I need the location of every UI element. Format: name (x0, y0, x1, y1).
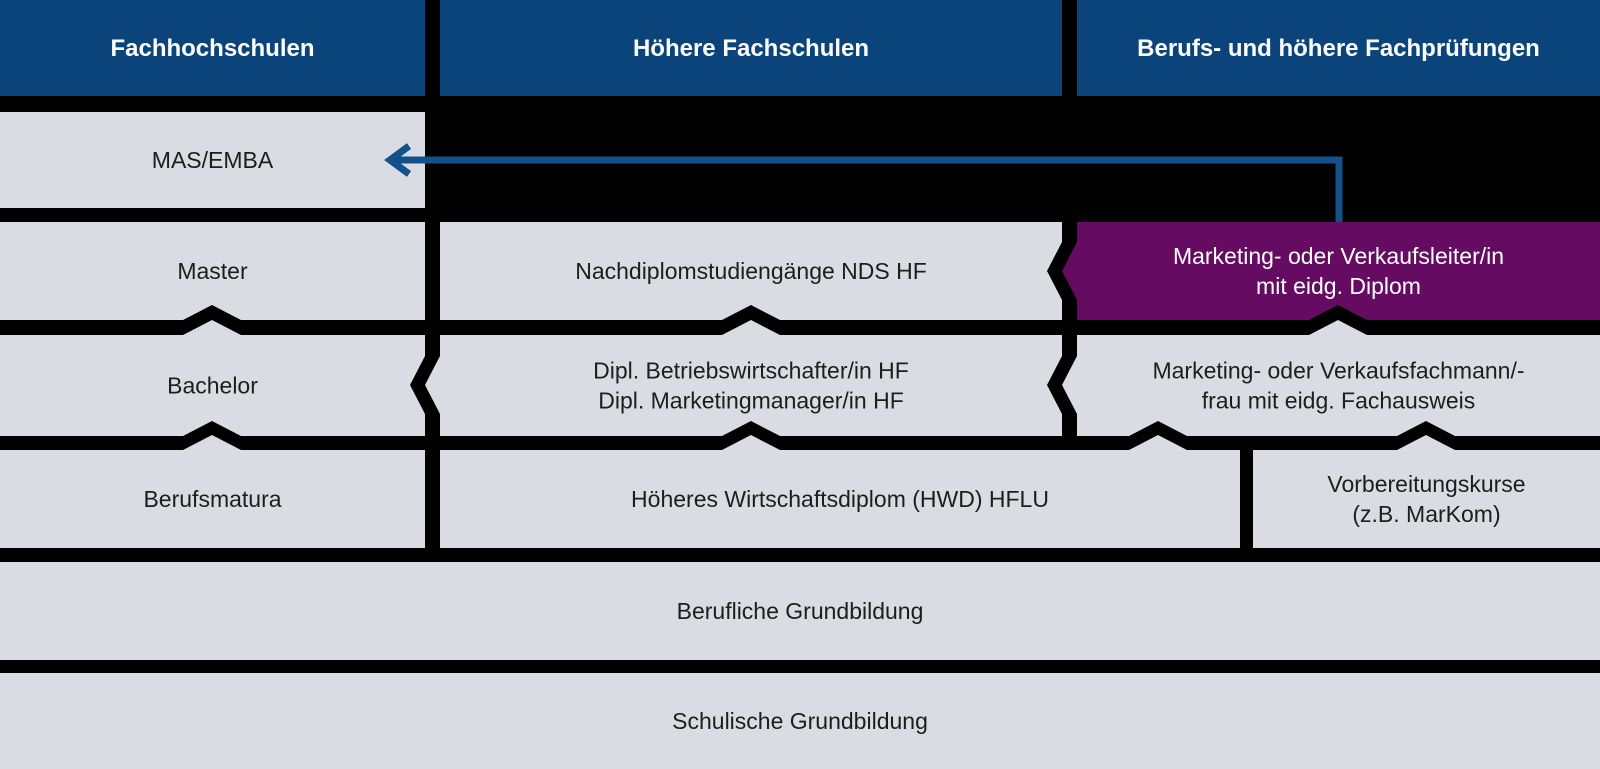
box-hwd-hflu (440, 435, 1240, 548)
box-nachdiplomstudiengaenge-label: Nachdiplomstudiengänge NDS HF (575, 258, 927, 284)
box-vorbereitungskurse-label: (z.B. MarKom) (1352, 501, 1500, 527)
box-hwd-hflu-label: Höheres Wirtschaftsdiplom (HWD) HFLU (631, 486, 1049, 512)
header-hoehere-fachschulen (440, 0, 1062, 96)
box-vorbereitungskurse-label: Vorbereitungskurse (1327, 471, 1525, 497)
box-dipl-hf-label: Dipl. Marketingmanager/in HF (598, 388, 904, 414)
box-schulische-grundbildung (0, 673, 1600, 769)
box-dipl-hf-label: Dipl. Betriebswirtschafter/in HF (593, 358, 909, 384)
box-dipl-hf (425, 320, 1062, 436)
box-master-label: Master (177, 258, 248, 284)
header-berufs-fachpruefungen-label: Berufs- und höhere Fachprüfungen (1137, 35, 1540, 62)
box-marketing-verkaufsleiter-label: mit eidg. Diplom (1256, 273, 1421, 299)
box-marketing-verkaufsfachmann-label: Marketing- oder Verkaufsfachmann/- (1152, 358, 1524, 384)
box-bachelor-label: Bachelor (167, 373, 258, 399)
box-marketing-verkaufsleiter-label: Marketing- oder Verkaufsleiter/in (1173, 243, 1504, 269)
box-berufliche-grundbildung-label: Berufliche Grundbildung (677, 598, 924, 624)
box-berufsmatura (0, 435, 425, 548)
arrowhead-left-icon (384, 143, 412, 177)
box-nachdiplomstudiengaenge (440, 222, 1062, 320)
box-berufsmatura-label: Berufsmatura (143, 486, 281, 512)
header-fachhochschulen-label: Fachhochschulen (110, 35, 314, 62)
box-marketing-verkaufsfachmann-label: frau mit eidg. Fachausweis (1202, 388, 1476, 414)
box-mas-emba (0, 112, 425, 208)
box-vorbereitungskurse (1253, 435, 1600, 548)
box-schulische-grundbildung-label: Schulische Grundbildung (672, 708, 928, 734)
box-bachelor (0, 320, 425, 436)
pathway-arrow-line (392, 156, 1343, 222)
box-berufliche-grundbildung (0, 562, 1600, 660)
box-marketing-verkaufsleiter (1062, 222, 1600, 320)
header-fachhochschulen (0, 0, 425, 96)
box-master (0, 222, 425, 320)
header-berufs-fachpruefungen (1077, 0, 1600, 96)
header-hoehere-fachschulen-label: Höhere Fachschulen (633, 35, 869, 62)
box-mas-emba-label: MAS/EMBA (152, 147, 274, 173)
box-marketing-verkaufsfachmann (1062, 320, 1600, 436)
